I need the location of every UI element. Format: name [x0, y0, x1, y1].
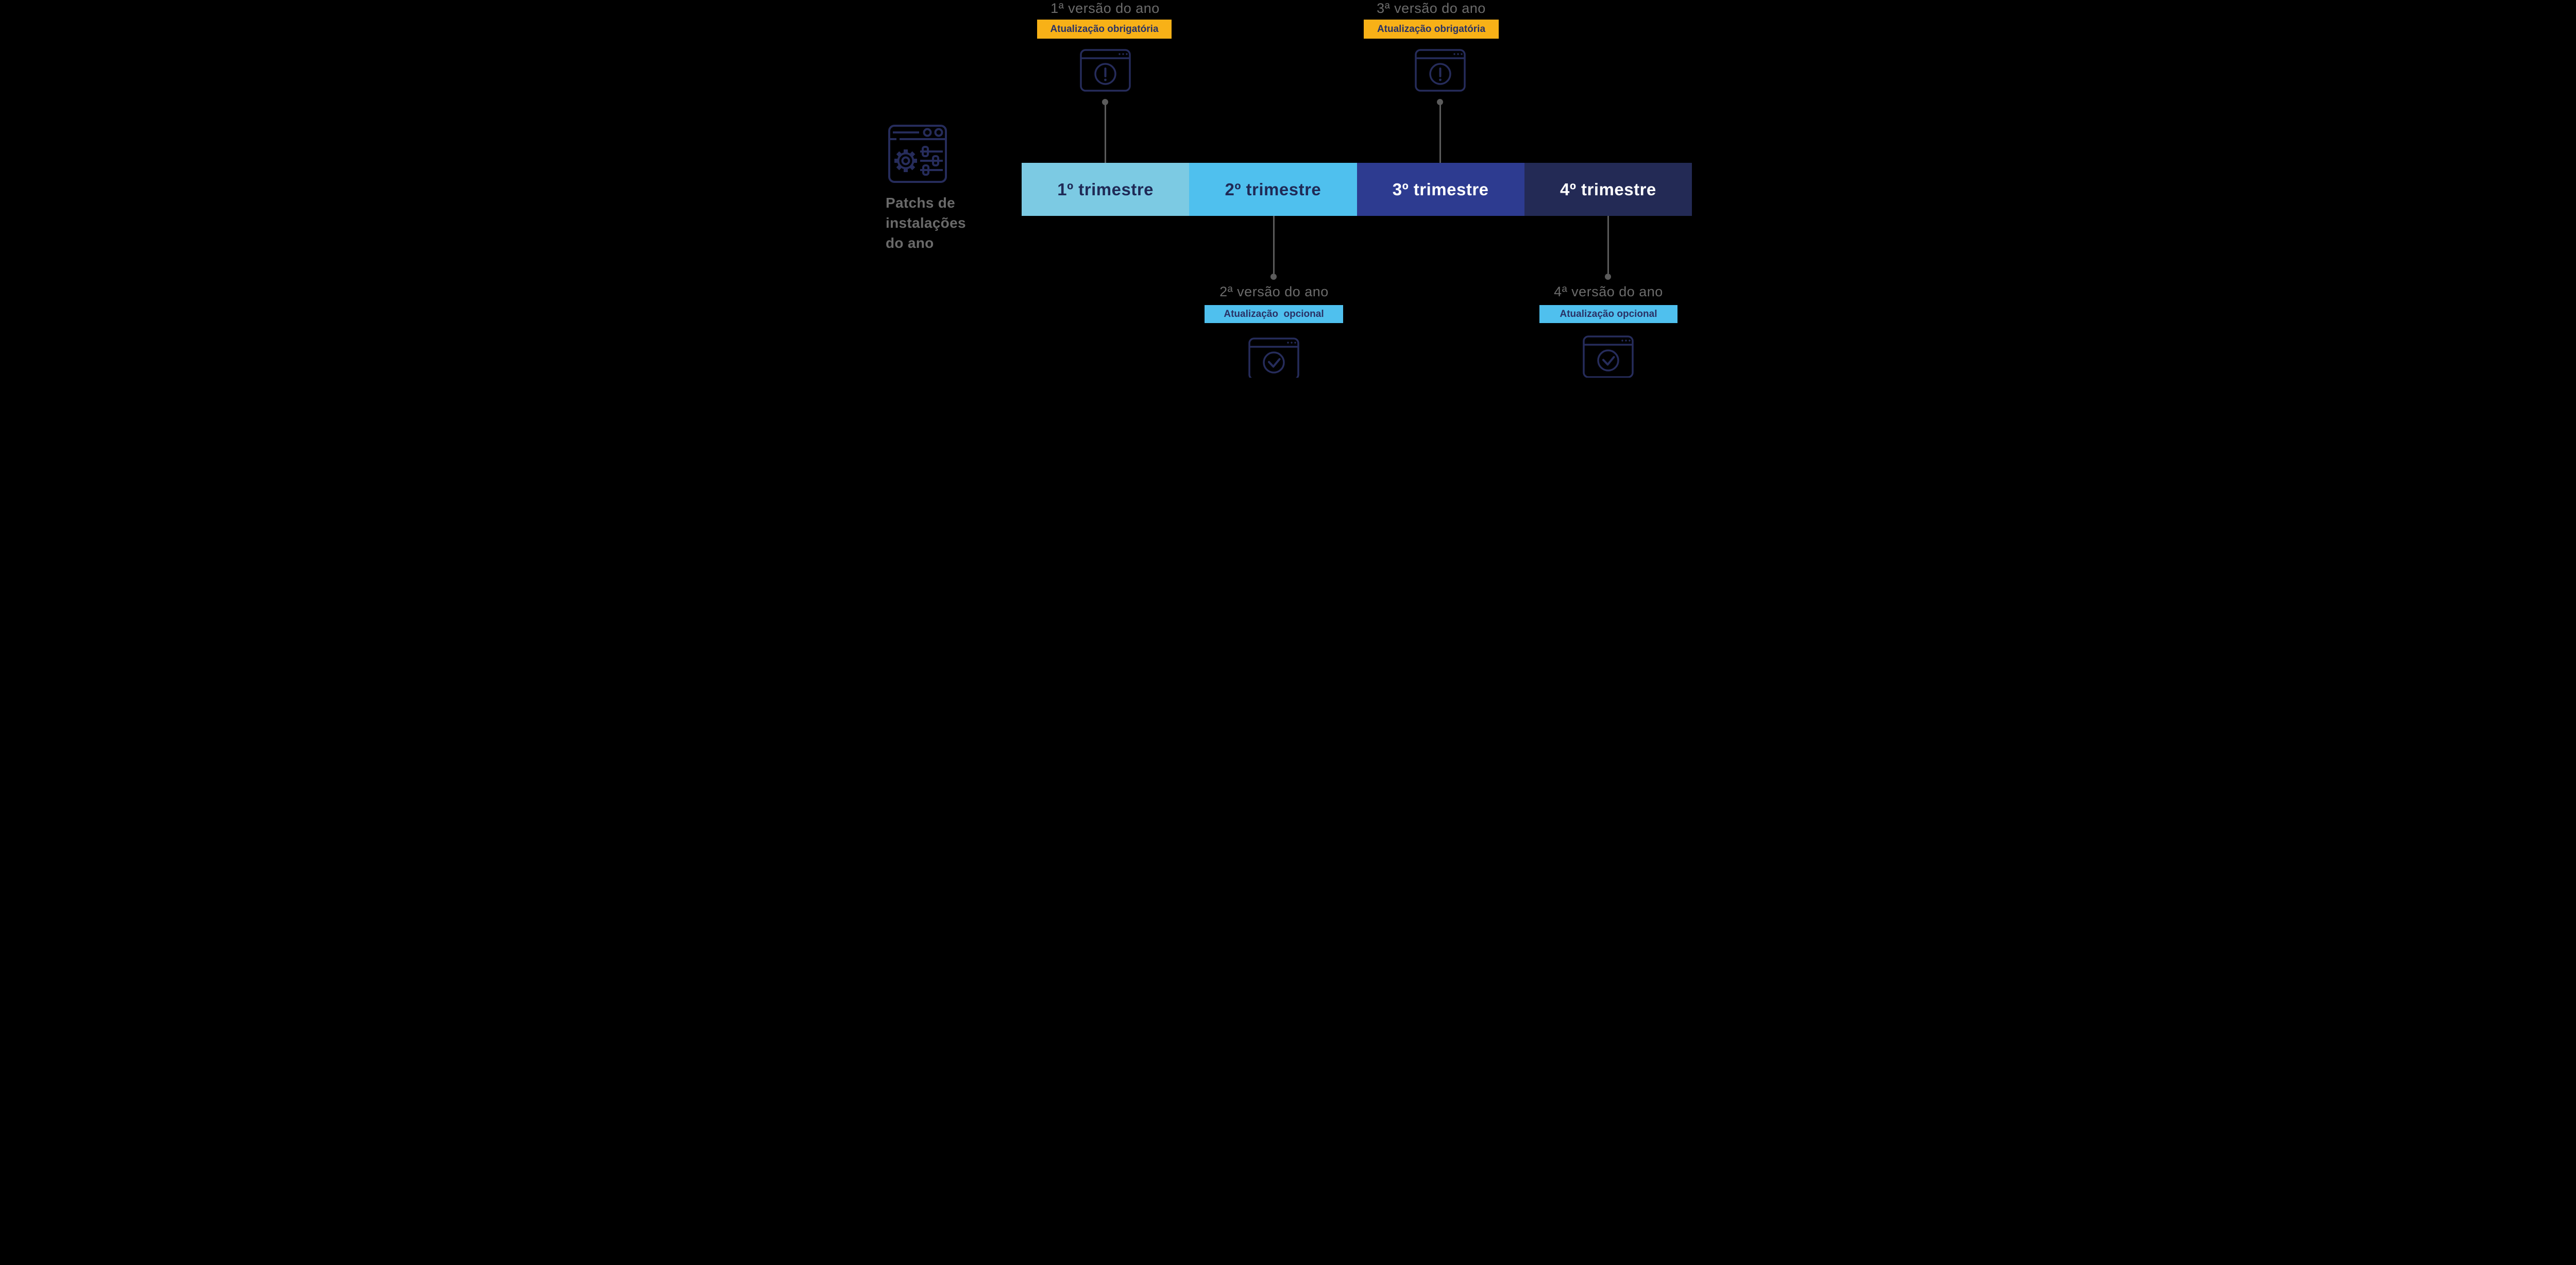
connector-line [1273, 216, 1275, 274]
quarter-segment-4: 4º trimestre [1524, 163, 1692, 216]
connector-dot [1437, 99, 1443, 105]
milestone-1-title: 1ª versão do ano [1050, 1, 1160, 16]
browser-check-icon [1248, 338, 1299, 378]
badge-label: Atualização opcional [1560, 308, 1657, 319]
quarter-label: 3º trimestre [1392, 179, 1489, 199]
quarter-segment-2: 2º trimestre [1189, 163, 1357, 216]
quarter-segment-3: 3º trimestre [1357, 163, 1524, 216]
left-panel-title-line: Patchs de [886, 195, 955, 211]
gear-icon [894, 149, 917, 172]
milestone-4-title: 4ª versão do ano [1554, 284, 1663, 299]
left-panel-title-line: do ano [886, 235, 934, 251]
quarter-segment-1: 1º trimestre [1022, 163, 1190, 216]
infographic-canvas: Patchs de instalações do ano 1º trimestr… [884, 0, 1692, 378]
milestone-1-badge: Atualização obrigatória [1037, 20, 1172, 39]
browser-alert-icon [1415, 49, 1466, 94]
browser-check-icon [1583, 335, 1634, 378]
connector-line [1607, 216, 1609, 274]
connector-dot [1270, 274, 1277, 280]
milestone-3-title: 3ª versão do ano [1377, 1, 1486, 16]
connector-dot [1102, 99, 1108, 105]
milestone-2-title: 2ª versão do ano [1219, 284, 1329, 299]
quarter-label: 4º trimestre [1560, 179, 1656, 199]
connector-line [1439, 104, 1441, 163]
connector-dot [1605, 274, 1611, 280]
left-panel-title: Patchs de instalações do ano [886, 193, 999, 253]
badge-label: Atualização opcional [1224, 308, 1324, 319]
milestone-4-badge: Atualização opcional [1539, 305, 1677, 323]
milestone-3-badge: Atualização obrigatória [1364, 20, 1499, 39]
left-panel-title-line: instalações [886, 215, 966, 231]
quarters-timeline-bar: 1º trimestre 2º trimestre 3º trimestre 4… [1022, 163, 1692, 216]
sliders-icon [920, 146, 943, 176]
badge-label: Atualização obrigatória [1377, 23, 1486, 35]
badge-label: Atualização obrigatória [1050, 23, 1159, 35]
settings-browser-icon [888, 125, 947, 185]
browser-alert-icon [1080, 49, 1131, 94]
milestone-2-badge: Atualização opcional [1205, 305, 1343, 323]
quarter-label: 2º trimestre [1225, 179, 1321, 199]
quarter-label: 1º trimestre [1057, 179, 1154, 199]
connector-line [1105, 104, 1106, 163]
